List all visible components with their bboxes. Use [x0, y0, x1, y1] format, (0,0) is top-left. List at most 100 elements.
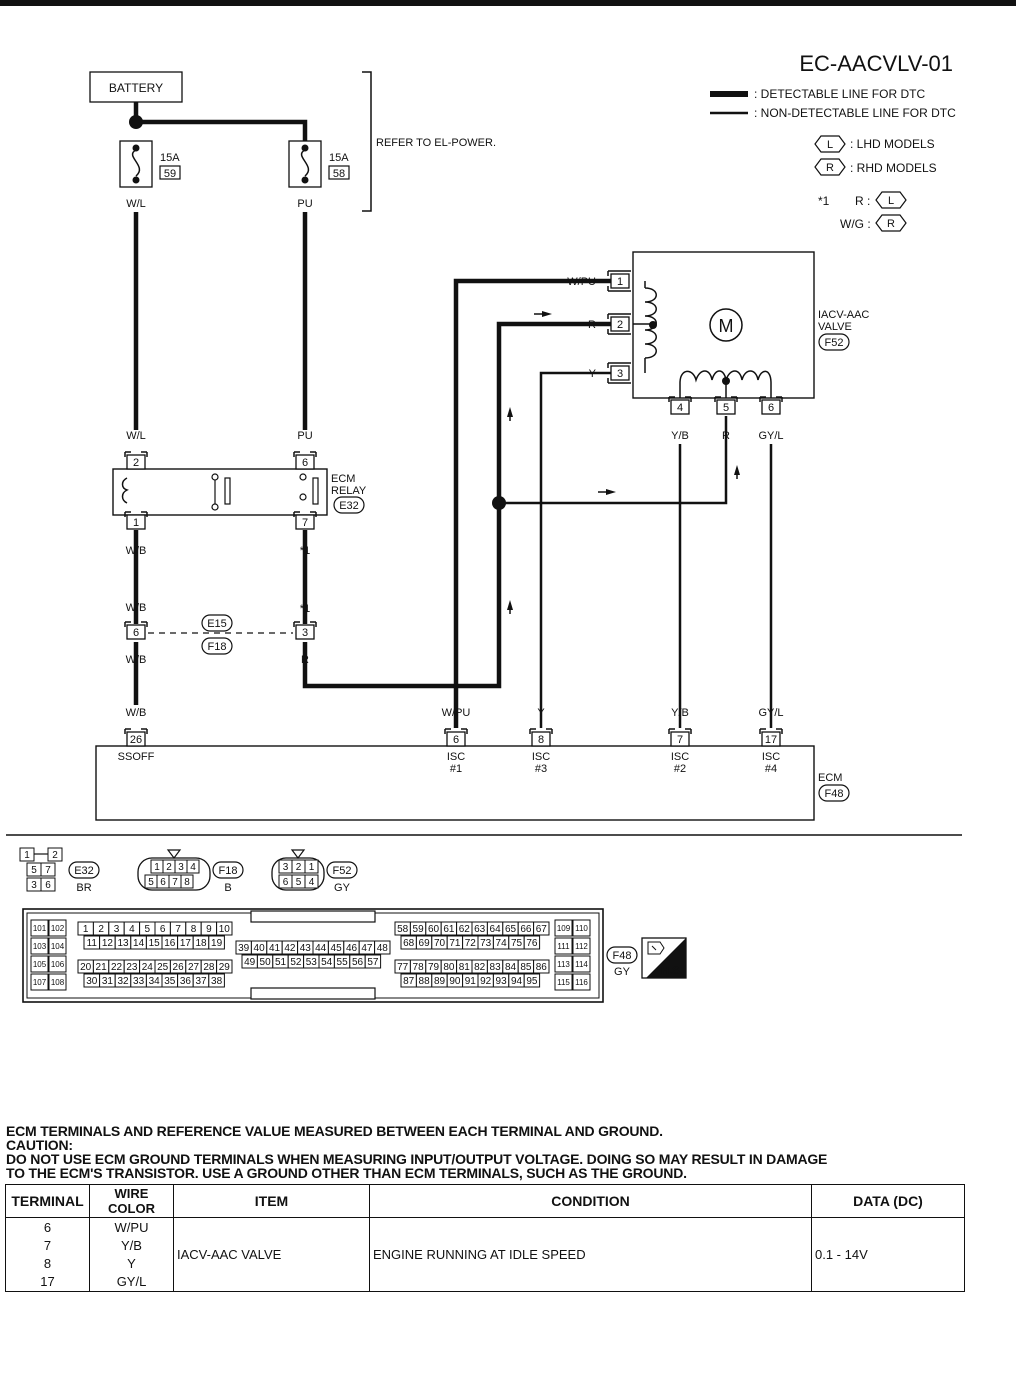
valve-bottom-pin — [761, 399, 781, 415]
connector-pin-number: 33 — [133, 976, 145, 987]
flow-arrow-icon — [507, 600, 513, 610]
wire-color-label: W/PU — [567, 276, 596, 288]
e32-color: BR — [76, 882, 91, 894]
relay-switch — [224, 477, 231, 505]
connector-pin-number: 51 — [275, 957, 287, 968]
connector-pin-number: 101 — [33, 924, 47, 933]
connector-pin-number: 11 — [87, 938, 98, 949]
ecm-label: ECM — [818, 772, 842, 784]
motor-icon — [709, 308, 743, 342]
pin-number: 7 — [302, 517, 308, 529]
connector-pin-number: 8 — [184, 877, 190, 888]
connector-pin-number: 111 — [557, 942, 570, 951]
fuse-rating: 15A — [329, 152, 349, 164]
f48-cell — [533, 959, 550, 974]
item-cell: IACV-AAC VALVE — [173, 1217, 370, 1292]
wire-color-label: GY/L — [758, 430, 783, 442]
connector-pin-number: 115 — [557, 978, 570, 987]
connector-pin-number: 74 — [496, 938, 508, 949]
pin-number: 26 — [130, 734, 142, 746]
legend-lhd-tag — [814, 135, 846, 153]
connector-pin-number: 91 — [465, 976, 477, 987]
connector-pin-number: 82 — [474, 962, 486, 973]
connector-pin-number: 105 — [33, 960, 47, 969]
pin-number: 1 — [133, 517, 139, 529]
connector-pin-number: 6 — [160, 877, 166, 888]
pin-number: 1 — [617, 276, 623, 288]
f48-cell — [572, 937, 591, 955]
connector-cell — [304, 859, 319, 874]
flow-arrow-icon — [734, 465, 740, 475]
model-letter: L — [827, 139, 833, 151]
top-rule — [0, 0, 1016, 6]
connector-pin-number: 2 — [98, 924, 104, 935]
connector-pin-number: 22 — [111, 962, 123, 973]
connector-pin-number: 72 — [465, 938, 477, 949]
relay-contact — [299, 473, 307, 481]
legend-star-r: R : — [855, 194, 870, 208]
wire-color-label: *1 — [300, 545, 310, 557]
wire — [453, 278, 622, 728]
connector-pin-number: 95 — [526, 976, 538, 987]
connector-pin-number: 112 — [575, 942, 588, 951]
data-cell: 0.1 - 14V — [811, 1217, 965, 1292]
connector-pin-number: 110 — [575, 924, 588, 933]
f48-cell — [216, 921, 233, 936]
ecm-terminal-name: #2 — [674, 763, 686, 775]
joint-tag-f18 — [201, 637, 233, 655]
note-line-4: TO THE ECM'S TRANSISTOR. USE A GROUND OT… — [6, 1165, 687, 1181]
pin-number: 17 — [765, 734, 777, 746]
connector-pin-number: 88 — [419, 976, 431, 987]
header-item: ITEM — [173, 1184, 370, 1218]
fuse-terminal — [301, 144, 309, 152]
relay-coil-icon — [121, 477, 129, 504]
connector-pin-number: 59 — [413, 924, 425, 935]
f48-cell — [523, 935, 541, 950]
connector-pin-number: 47 — [361, 943, 373, 954]
relay-connector-tag — [333, 496, 365, 514]
connector-pin-number: 106 — [51, 960, 65, 969]
pin-bracket — [759, 728, 783, 734]
connector-pin-number: 103 — [33, 942, 47, 951]
fuse-number: 59 — [164, 168, 176, 180]
pin-bracket — [668, 728, 692, 734]
connector-pin-number: 89 — [434, 976, 446, 987]
connector-pin-number: 9 — [206, 924, 212, 935]
e32-tag — [68, 861, 100, 879]
connector-pin-number: 7 — [172, 877, 178, 888]
legend-star-wg-tag — [875, 214, 907, 232]
fuse-terminal — [132, 144, 140, 152]
wire-color-label: W/B — [126, 545, 147, 557]
wires — [129, 102, 773, 728]
diagram-code: EC-AACVLV-01 — [799, 51, 953, 76]
wire — [136, 119, 308, 141]
f48-cell — [364, 954, 382, 969]
connector-pin-number: 94 — [511, 976, 523, 987]
wire-color-label: PU — [297, 198, 312, 210]
connector-pin-number: 2 — [296, 862, 302, 873]
connector-pin-number: 1 — [154, 862, 160, 873]
connector-pin-number: 6 — [283, 877, 289, 888]
f48-cell — [48, 973, 67, 991]
connector-pin-number: 107 — [33, 978, 47, 987]
connector-pin-number: 70 — [434, 938, 446, 949]
connector-pin-number: 7 — [45, 865, 51, 876]
pin-number: 8 — [538, 734, 544, 746]
connector-pin-number: 38 — [211, 976, 223, 987]
relay-switch — [312, 477, 319, 505]
ecm-terminal-name: SSOFF — [118, 751, 155, 763]
connector-pin-number: 15 — [149, 938, 161, 949]
pin-number: 6 — [453, 734, 459, 746]
pin-bracket — [293, 451, 317, 457]
legend-rhd-tag — [814, 158, 846, 176]
refer-el-power: REFER TO EL-POWER. — [376, 137, 496, 149]
valve-pin-box — [610, 273, 630, 289]
connector-pin-number: 5 — [296, 877, 302, 888]
ecm-terminal-name: #4 — [765, 763, 777, 775]
connector-pin-number: 50 — [260, 957, 272, 968]
connector-pin-number: 76 — [526, 938, 538, 949]
connector-pin-number: 34 — [149, 976, 161, 987]
table-header-row: TERMINAL WIRE COLOR ITEM CONDITION DATA … — [5, 1184, 965, 1218]
header-condition: CONDITION — [369, 1184, 812, 1218]
connector-pin-number: 65 — [505, 924, 517, 935]
